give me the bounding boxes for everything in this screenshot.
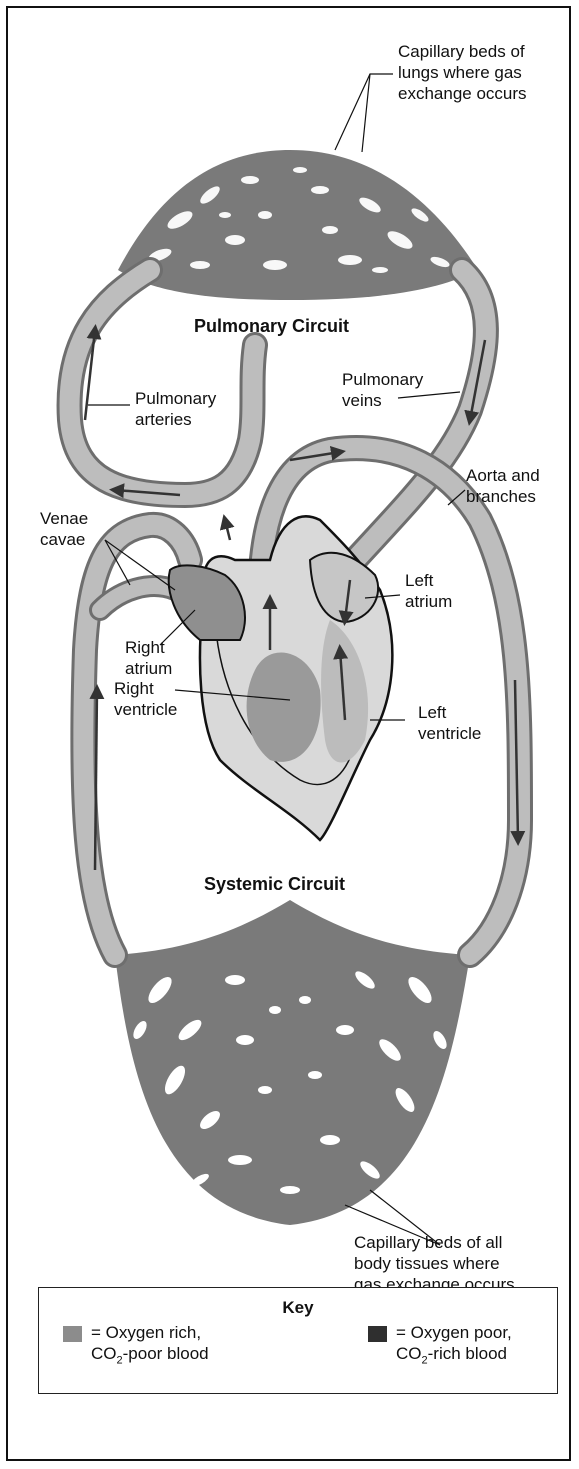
pulmonary-arteries-label: Pulmonary arteries bbox=[135, 388, 216, 430]
pulmonary-veins-label: Pulmonary veins bbox=[342, 369, 423, 411]
oxygen-poor-swatch bbox=[368, 1326, 387, 1342]
oxygen-poor-text: = Oxygen poor, CO2-rich blood bbox=[396, 1322, 512, 1371]
capillary-lungs-label: Capillary beds of lungs where gas exchan… bbox=[398, 41, 527, 104]
heart bbox=[169, 516, 393, 840]
left-atrium-label: Left atrium bbox=[405, 570, 452, 612]
pulmonary-circuit-label: Pulmonary Circuit bbox=[194, 316, 349, 337]
systemic-circuit-label: Systemic Circuit bbox=[204, 874, 345, 895]
oxygen-rich-swatch bbox=[63, 1326, 82, 1342]
lung-capillary-bed bbox=[118, 150, 478, 300]
right-atrium-label: Right atrium bbox=[125, 637, 172, 679]
capillary-body-label: Capillary beds of all body tissues where… bbox=[354, 1232, 515, 1295]
key-title: Key bbox=[39, 1298, 557, 1318]
venae-cavae-label: Venae cavae bbox=[40, 508, 88, 550]
oxygen-rich-text: = Oxygen rich, CO2-poor blood bbox=[91, 1322, 209, 1371]
aorta-label: Aorta and branches bbox=[466, 465, 540, 507]
key-legend: Key = Oxygen rich, CO2-poor blood = Oxyg… bbox=[38, 1287, 558, 1394]
body-capillary-bed bbox=[115, 900, 470, 1225]
right-ventricle-label: Right ventricle bbox=[114, 678, 177, 720]
left-ventricle-label: Left ventricle bbox=[418, 702, 481, 744]
